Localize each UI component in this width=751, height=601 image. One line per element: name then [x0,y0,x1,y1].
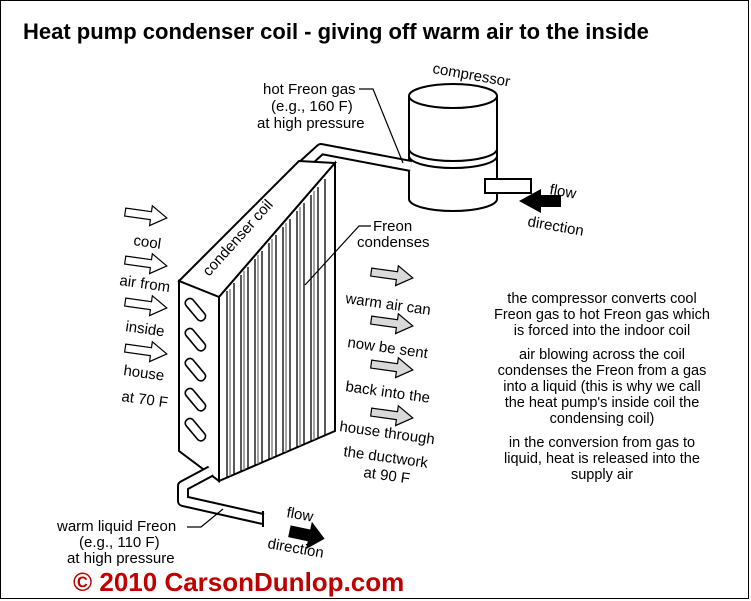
warm-liquid-label-1: warm liquid Freon [56,518,176,535]
explanation-p1-line-3: is forced into the indoor coil [514,323,691,339]
explanation-p3-line-2: liquid, heat is released into the [504,451,700,467]
explanation-p2-line-2: condenses the Freon from a gas [498,363,707,379]
explanation-p1-line-2: Freon gas to hot Freon gas which [494,307,710,323]
diagram-title: Heat pump condenser coil - giving off wa… [23,19,649,44]
explanation-p3-line-1: in the conversion from gas to [509,435,695,451]
flow-top-label-1: flow [548,181,577,202]
freon-condenses-leader [304,225,371,286]
explanation-p3-line-3: supply air [571,467,633,483]
cool-air-label-1: cool [132,232,162,253]
warm-air-label-2: now be sent [346,334,429,362]
warm-air-arrows [369,264,414,427]
explanation-p2-line-1: air blowing across the coil [519,347,685,363]
explanation-p2-line-4: the heat pump's inside coil the [505,395,700,411]
explanation-p2-line-3: into a liquid (this is why we call [503,379,700,395]
hot-gas-leader [359,88,404,164]
warm-liquid-label-3: at high pressure [67,550,175,567]
cool-air-label-3: inside [124,318,165,340]
cool-air-arrows [123,204,168,363]
hot-gas-label-3: at high pressure [257,115,365,132]
cool-air-label-2: air from [118,272,171,296]
condenser-coil [177,159,338,483]
cool-air-label-4: house [122,362,165,385]
warm-air-label-6: at 90 F [362,464,411,487]
cool-air-label-5: at 70 F [120,388,169,411]
explanation-text: the compressor converts cool Freon gas t… [494,291,710,483]
freon-condenses-label-2: condenses [357,234,430,251]
compressor [408,83,532,212]
warm-air-label-1: warm air can [343,290,431,319]
flow-arrow-left [519,189,561,213]
warm-liquid-leader [187,508,224,528]
explanation-p1-line-1: the compressor converts cool [507,291,696,307]
flow-arrow-right [288,521,325,550]
warm-air-label-3: back into the [344,378,431,407]
flow-top-label-2: direction [526,213,585,240]
hot-gas-label-2: (e.g., 160 F) [271,98,353,115]
warm-liquid-label-2: (e.g., 110 F) [79,534,160,551]
copyright-text: © 2010 CarsonDunlop.com [73,567,404,597]
hot-gas-label-1: hot Freon gas [263,81,356,98]
freon-condenses-label-1: Freon [373,218,412,235]
flow-bottom-label-1: flow [285,504,314,525]
explanation-p2-line-5: condensing coil) [550,411,655,427]
